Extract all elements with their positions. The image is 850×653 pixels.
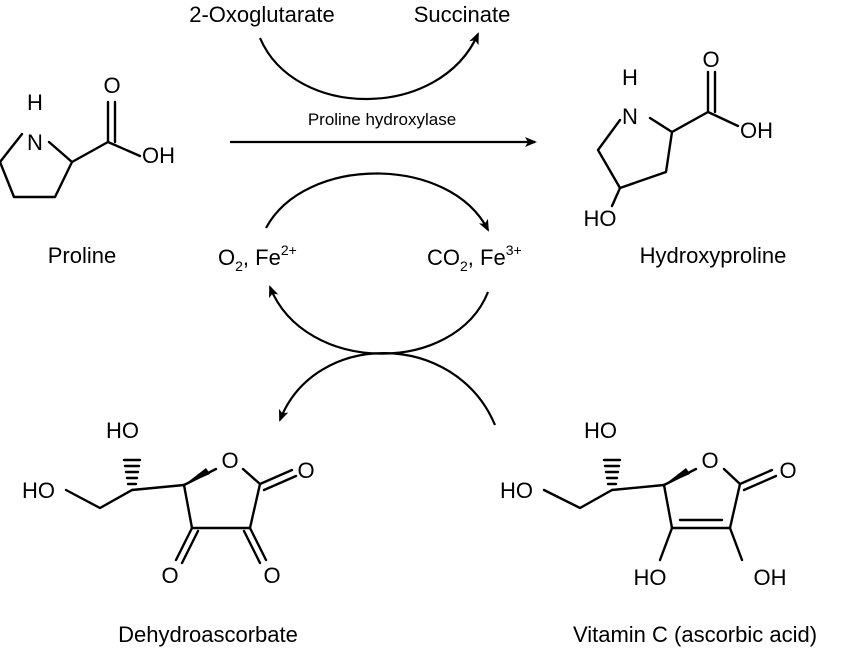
svg-text:O: O bbox=[297, 458, 314, 483]
svg-text:OH: OH bbox=[754, 565, 787, 590]
hydroxyproline-structure: H N O OH HO bbox=[584, 47, 774, 231]
svg-text:N: N bbox=[27, 130, 43, 155]
oxoglutarate-label: 2-Oxoglutarate bbox=[189, 2, 335, 27]
fe-reduction-arrow bbox=[268, 285, 490, 355]
fe-oxidation-arrow bbox=[265, 172, 489, 232]
ascorbate-oxidation-arrow bbox=[278, 352, 497, 426]
svg-text:O: O bbox=[221, 448, 238, 473]
svg-text:O: O bbox=[779, 458, 796, 483]
proline-label: Proline bbox=[48, 243, 116, 268]
svg-text:HO: HO bbox=[584, 418, 617, 443]
svg-text:O: O bbox=[161, 563, 178, 588]
svg-text:O: O bbox=[701, 448, 718, 473]
svg-text:OH: OH bbox=[740, 118, 773, 143]
co2-fe3-label: CO2, Fe3+ bbox=[427, 242, 522, 274]
succinate-label: Succinate bbox=[414, 2, 511, 27]
svg-text:HO: HO bbox=[106, 418, 139, 443]
svg-text:HO: HO bbox=[22, 478, 55, 503]
svg-text:H: H bbox=[622, 65, 638, 90]
svg-text:HO: HO bbox=[500, 478, 533, 503]
svg-text:OH: OH bbox=[142, 143, 175, 168]
svg-text:HO: HO bbox=[634, 565, 667, 590]
o2-fe2-label: O2, Fe2+ bbox=[218, 242, 297, 274]
svg-text:N: N bbox=[622, 104, 638, 129]
hydroxyproline-label: Hydroxyproline bbox=[640, 243, 787, 268]
dehydroascorbate-structure: HO HO O O O O bbox=[22, 418, 315, 588]
proline-structure: H N O OH bbox=[0, 73, 175, 199]
svg-text:O: O bbox=[702, 47, 719, 72]
svg-text:O: O bbox=[263, 563, 280, 588]
vitamin-c-structure: HO HO O O HO OH bbox=[500, 418, 797, 590]
vitamin-c-label: Vitamin C (ascorbic acid) bbox=[573, 622, 817, 647]
svg-text:O: O bbox=[103, 73, 120, 98]
svg-text:H: H bbox=[27, 90, 43, 115]
enzyme-label: Proline hydroxylase bbox=[308, 110, 456, 129]
cosubstrate-arrow bbox=[258, 32, 480, 101]
dehydroascorbate-label: Dehydroascorbate bbox=[118, 622, 298, 647]
svg-text:HO: HO bbox=[584, 206, 617, 231]
